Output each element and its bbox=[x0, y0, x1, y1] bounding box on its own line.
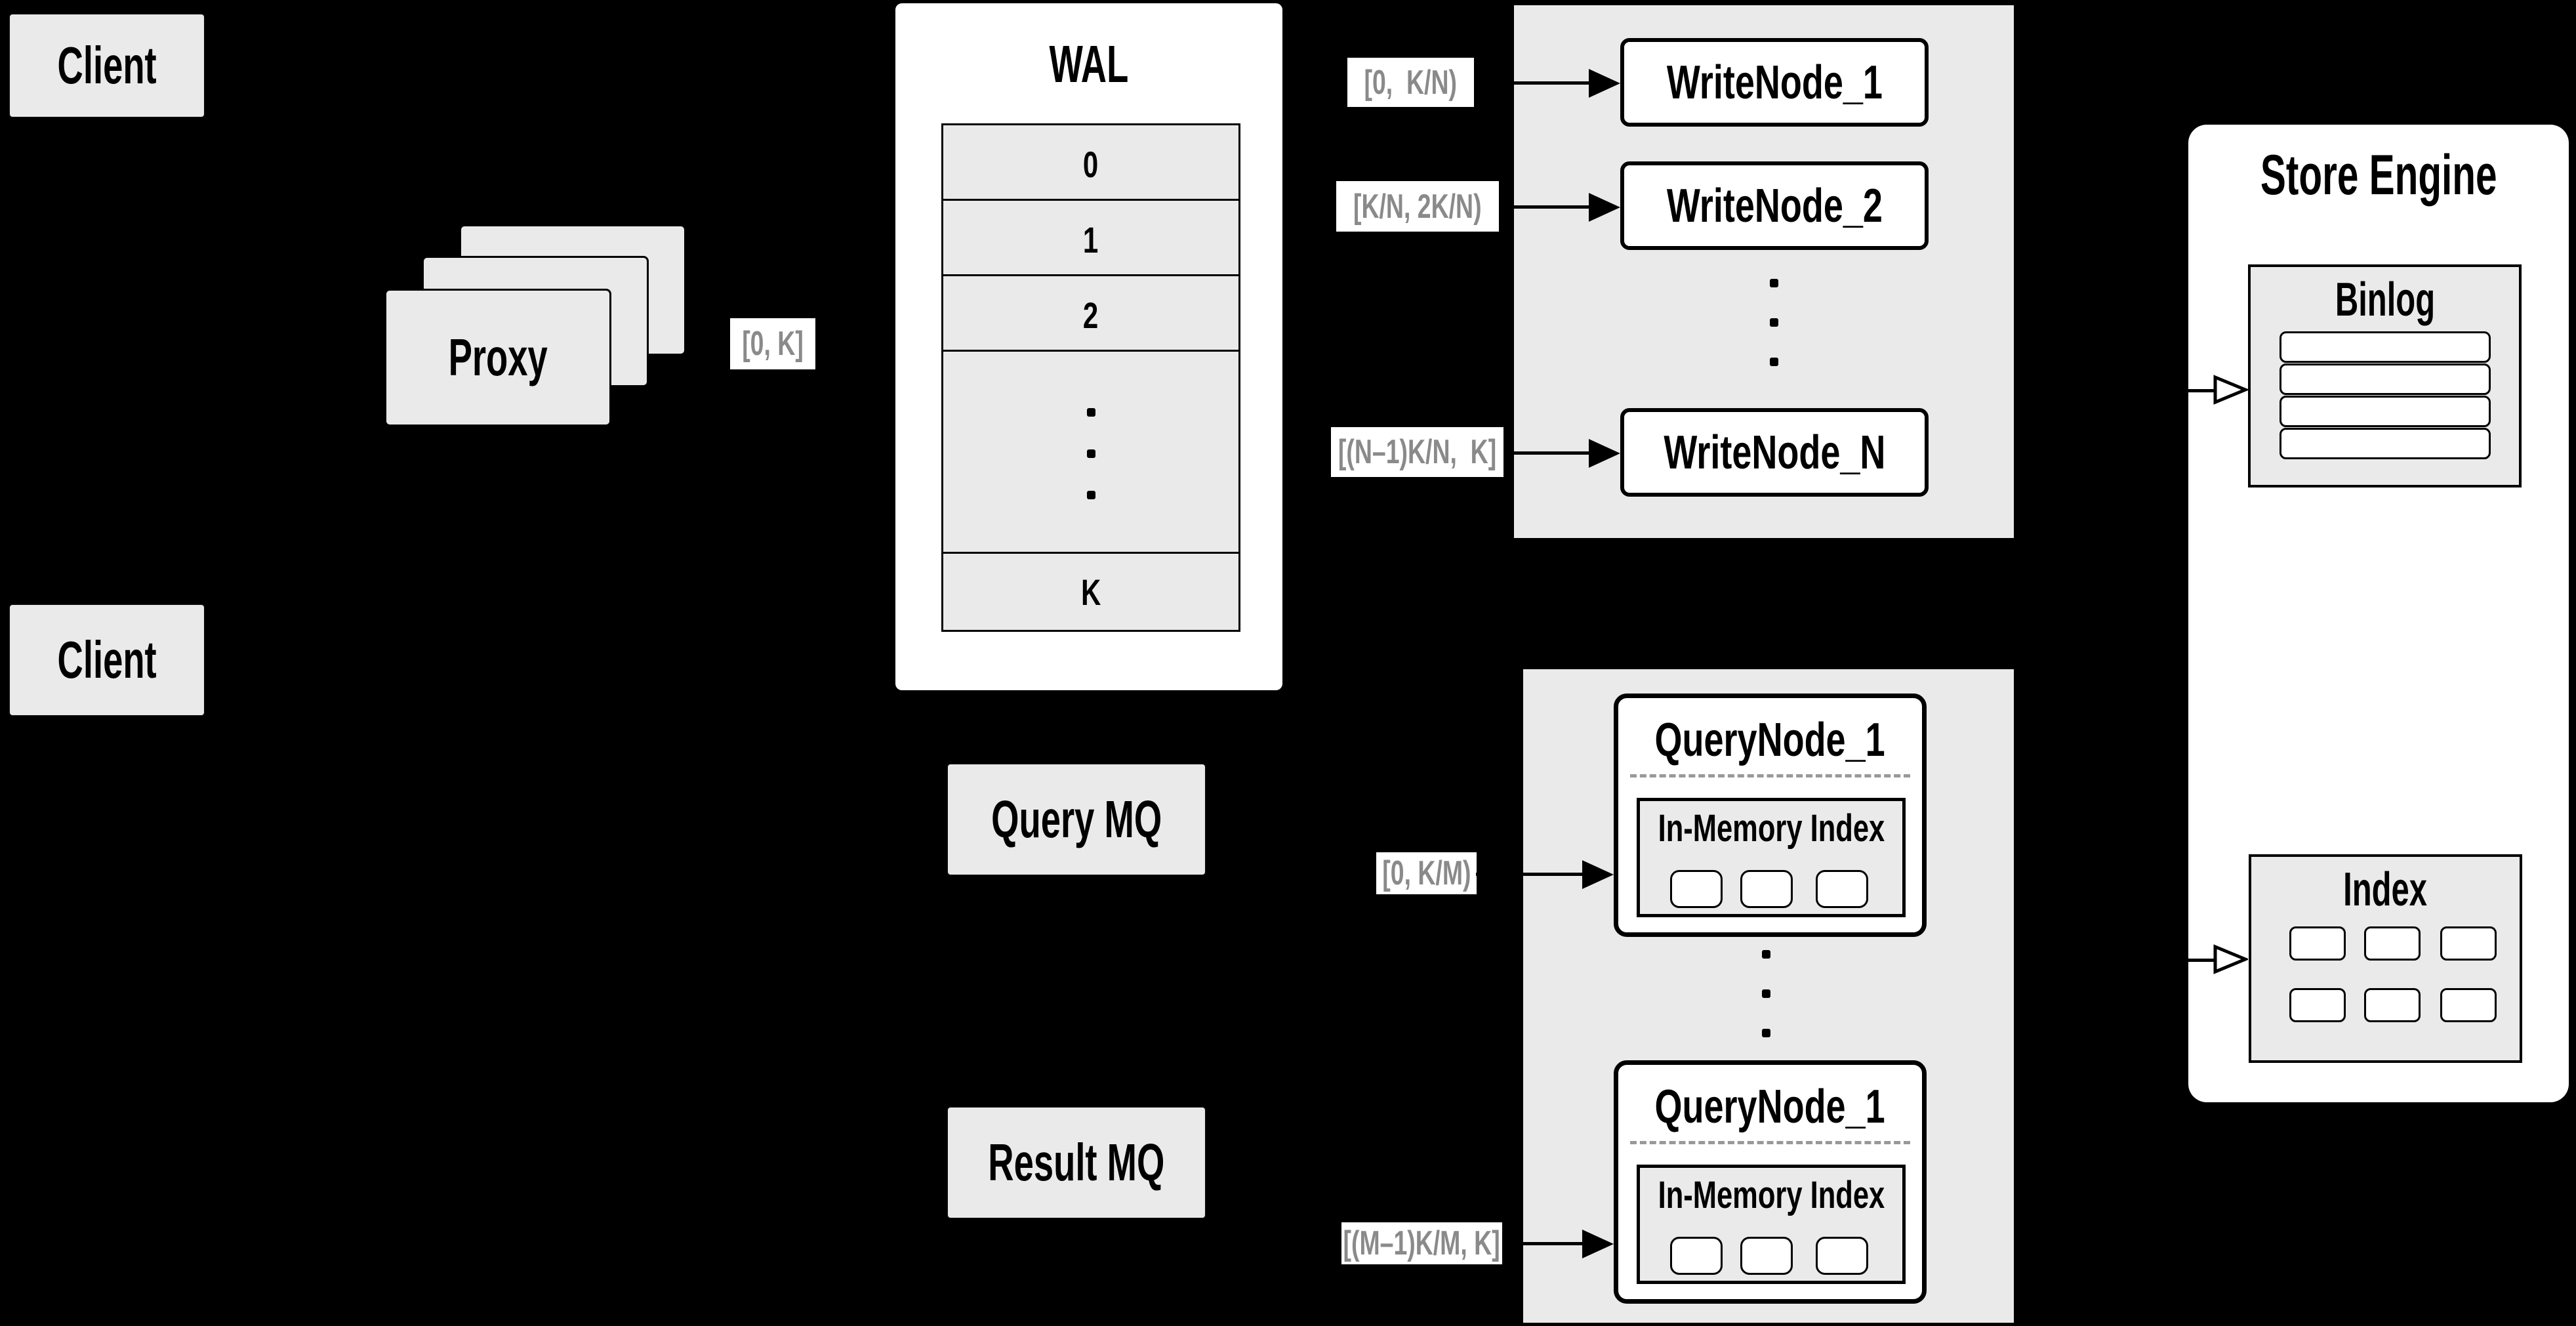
arrowhead-write-3 bbox=[1589, 439, 1620, 468]
result-mq-label: Result MQ bbox=[988, 1133, 1165, 1191]
arrowhead-query-2 bbox=[1582, 1230, 1614, 1258]
index-cell bbox=[2440, 926, 2497, 961]
binlog-title: Binlog bbox=[2335, 274, 2435, 326]
index-title: Index bbox=[2343, 863, 2428, 916]
proxy-label: Proxy bbox=[448, 328, 548, 386]
arrowhead-write-2 bbox=[1589, 193, 1620, 222]
index-panel: Index bbox=[2249, 854, 2522, 1063]
index-cell bbox=[2440, 988, 2497, 1022]
store-engine-title: Store Engine bbox=[2260, 143, 2497, 207]
query-node-2-box: QueryNode_1 In-Memory Index bbox=[1614, 1060, 1927, 1304]
range-label-write-2: [K/N, 2K/N) bbox=[1336, 181, 1499, 232]
write-node-ellipsis-dots bbox=[1770, 279, 1778, 366]
wal-ellipsis-dots bbox=[1086, 408, 1095, 499]
range-label-write-3: [(N–1)K/N, K] bbox=[1331, 427, 1503, 477]
in-memory-index-panel-1: In-Memory Index bbox=[1637, 798, 1906, 917]
query-node-2-title: QueryNode_1 bbox=[1654, 1081, 1886, 1133]
index-cell bbox=[2289, 988, 2346, 1022]
query-mq-label: Query MQ bbox=[991, 790, 1162, 848]
client-box-top: Client bbox=[9, 13, 205, 118]
index-cell bbox=[2364, 926, 2421, 961]
query-node-1-title: QueryNode_1 bbox=[1654, 714, 1886, 766]
query-mq-box: Query MQ bbox=[947, 763, 1206, 876]
in-memory-index-panel-2: In-Memory Index bbox=[1637, 1165, 1906, 1284]
client-bottom-label: Client bbox=[57, 631, 157, 689]
in-memory-index-title-2: In-Memory Index bbox=[1658, 1173, 1885, 1216]
binlog-row bbox=[2280, 428, 2491, 459]
arrowhead-binlog-open bbox=[2213, 375, 2248, 405]
memory-segment-cell bbox=[1740, 870, 1793, 908]
wal-row-0: 0 bbox=[941, 123, 1240, 205]
arrowhead-index-open bbox=[2213, 944, 2248, 974]
wal-row-1: 1 bbox=[941, 199, 1240, 280]
query-node-2-divider bbox=[1630, 1141, 1910, 1144]
memory-segment-cell bbox=[1816, 870, 1868, 908]
memory-segment-cell bbox=[1670, 1237, 1723, 1275]
wal-row-ellipsis bbox=[941, 350, 1240, 558]
memory-segment-cell bbox=[1670, 870, 1723, 908]
client-top-label: Client bbox=[57, 36, 157, 94]
range-label-query-2: [(M–1)K/M, K] bbox=[1341, 1222, 1502, 1264]
arrowhead-query-1 bbox=[1582, 860, 1614, 889]
in-memory-index-title-1: In-Memory Index bbox=[1658, 806, 1885, 850]
write-node-1: WriteNode_1 bbox=[1620, 38, 1929, 127]
query-node-1-box: QueryNode_1 In-Memory Index bbox=[1614, 694, 1927, 937]
wal-panel: WAL 0 1 2 K bbox=[895, 3, 1282, 690]
wal-row-2: 2 bbox=[941, 274, 1240, 356]
binlog-row bbox=[2280, 396, 2491, 427]
query-node-1-divider bbox=[1630, 774, 1910, 777]
range-label-proxy: [0, K] bbox=[730, 318, 815, 369]
wal-row-k: K bbox=[941, 552, 1240, 632]
binlog-row bbox=[2280, 331, 2491, 363]
range-label-query-1: [0, K/M) bbox=[1376, 852, 1477, 894]
index-cell bbox=[2364, 988, 2421, 1022]
binlog-row bbox=[2280, 363, 2491, 395]
memory-segment-cell bbox=[1740, 1237, 1793, 1275]
client-box-bottom: Client bbox=[9, 604, 205, 716]
memory-segment-cell bbox=[1816, 1237, 1868, 1275]
write-node-2: WriteNode_2 bbox=[1620, 161, 1929, 250]
wal-title: WAL bbox=[1049, 35, 1129, 93]
write-node-n: WriteNode_N bbox=[1620, 408, 1929, 497]
arrowhead-write-1 bbox=[1589, 69, 1620, 98]
store-engine-panel: Store Engine Binlog Index bbox=[2188, 125, 2569, 1102]
index-cell bbox=[2289, 926, 2346, 961]
proxy-box-front: Proxy bbox=[384, 289, 611, 426]
binlog-panel: Binlog bbox=[2248, 264, 2522, 487]
query-node-ellipsis-dots bbox=[1762, 950, 1770, 1037]
result-mq-box: Result MQ bbox=[947, 1106, 1206, 1219]
range-label-write-1: [0, K/N) bbox=[1347, 58, 1474, 107]
